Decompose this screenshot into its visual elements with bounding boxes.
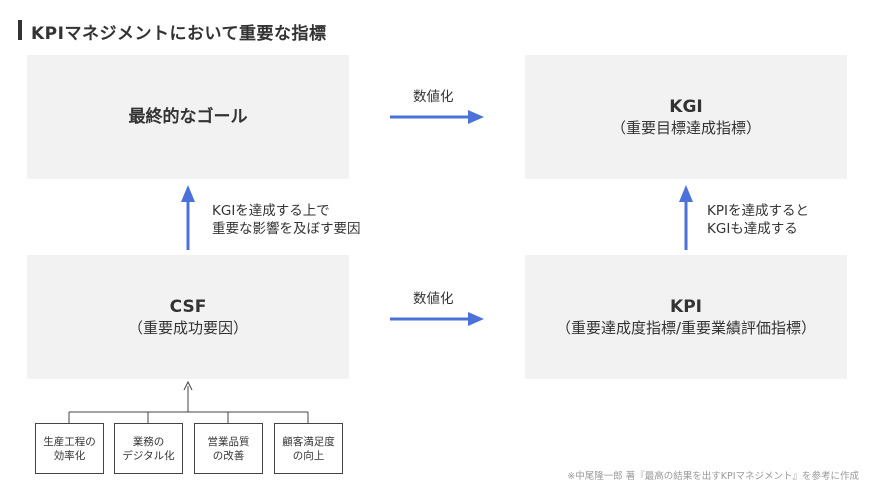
right-vertical-label-line2: KGIも達成する [707, 221, 798, 237]
csf-box-title: CSF [169, 297, 207, 317]
factor-box: 業務の デジタル化 [114, 423, 183, 474]
factor-box-line2: の向上 [292, 449, 325, 462]
source-footnote: ※中尾隆一郎 著『最高の結果を出すKPIマネジメント』を参考に作成 [567, 471, 859, 482]
goal-box-label: 最終的なゴール [128, 107, 248, 127]
factor-box-line2: 効率化 [53, 449, 86, 462]
left-vertical-label: KGIを達成する上で 重要な影響を及ぼす要因 [212, 202, 361, 238]
factor-box-line1: 業務の [132, 435, 165, 448]
kgi-box: KGI （重要目標達成指標） [525, 55, 847, 179]
left-vertical-label-line2: 重要な影響を及ぼす要因 [212, 221, 361, 237]
kpi-box-title: KPI [670, 297, 702, 317]
right-vertical-label-line1: KPIを達成すると [707, 203, 809, 219]
right-vertical-arrow [679, 185, 693, 250]
kgi-box-subtitle: （重要目標達成指標） [610, 119, 761, 137]
bottom-horizontal-arrow [390, 312, 484, 326]
top-horizontal-arrow [390, 110, 484, 124]
factor-box: 生産工程の 効率化 [35, 423, 104, 474]
factor-box-line1: 営業品質 [207, 435, 250, 448]
left-vertical-arrow [181, 185, 195, 250]
bottom-arrow-label: 数値化 [413, 291, 454, 307]
page-title: KPIマネジメントにおいて重要な指標 [31, 24, 327, 44]
right-vertical-label: KPIを達成すると KGIも達成する [707, 202, 809, 238]
factor-box-line2: の改善 [212, 449, 245, 462]
kgi-box-title: KGI [669, 97, 703, 117]
kpi-box: KPI （重要達成度指標/重要業績評価指標） [525, 255, 847, 379]
factor-connector [68, 380, 309, 423]
factor-box: 営業品質 の改善 [194, 423, 263, 474]
factor-box: 顧客満足度 の向上 [274, 423, 343, 474]
kpi-box-subtitle: （重要達成度指標/重要業績評価指標） [555, 319, 817, 337]
goal-box: 最終的なゴール [27, 55, 349, 179]
title-accent-bar [18, 20, 22, 40]
top-arrow-label: 数値化 [413, 89, 454, 105]
factor-box-line1: 生産工程の [43, 435, 96, 448]
csf-box: CSF （重要成功要因） [27, 255, 349, 379]
csf-box-subtitle: （重要成功要因） [127, 319, 248, 337]
factor-box-line1: 顧客満足度 [282, 435, 335, 448]
factor-box-line2: デジタル化 [122, 449, 175, 462]
left-vertical-label-line1: KGIを達成する上で [212, 203, 330, 219]
